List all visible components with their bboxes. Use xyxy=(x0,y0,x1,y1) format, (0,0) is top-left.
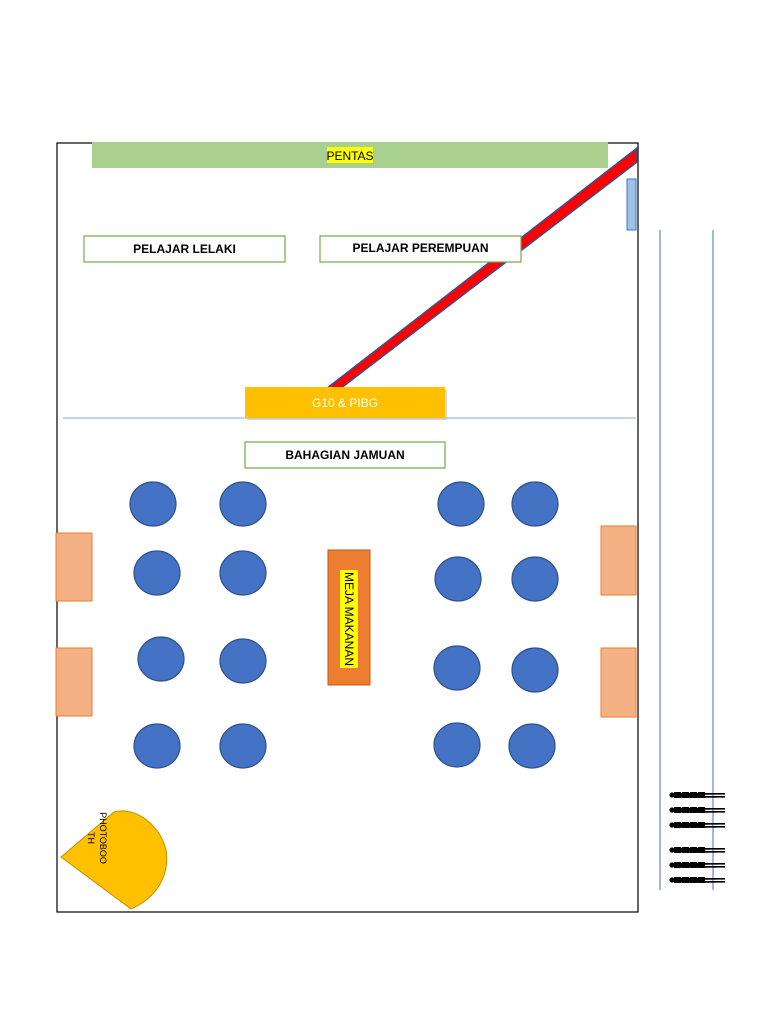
round-table xyxy=(219,723,267,769)
side-panels xyxy=(55,525,637,718)
person-icon xyxy=(693,792,725,798)
round-table xyxy=(433,722,481,768)
zone-pelajar-lelaki xyxy=(83,235,286,263)
person-icon xyxy=(693,877,725,883)
round-table xyxy=(133,723,181,769)
person-icon xyxy=(693,822,725,828)
stage-label: PENTAS xyxy=(326,149,373,163)
round-table xyxy=(511,647,559,693)
door xyxy=(626,178,637,231)
round-table xyxy=(511,481,559,527)
food-table-label-highlight xyxy=(340,570,358,668)
zone-bahagian-jamuan-label: BAHAGIAN JAMUAN xyxy=(285,448,404,462)
walkway-diagonal xyxy=(319,146,638,393)
side-panel-right-top xyxy=(600,525,637,596)
round-table xyxy=(433,645,481,691)
round-table xyxy=(437,481,485,527)
side-panel-right-bottom xyxy=(600,647,637,718)
person-icon xyxy=(693,862,725,868)
photobooth-label: PHOTOBOO TH xyxy=(86,812,108,864)
zone-pelajar-perempuan-label: PELAJAR PEREMPUAN xyxy=(352,241,488,255)
vip-bar-label: G10 & PIBG xyxy=(312,396,378,410)
photobooth-label-line2: TH xyxy=(86,832,96,844)
photobooth-label-line1: PHOTOBOO xyxy=(98,812,108,864)
person-icon xyxy=(693,847,725,853)
round-table xyxy=(137,636,185,682)
side-panel-left-top xyxy=(55,532,93,602)
food-table-label: MEJA MAKANAN xyxy=(342,572,356,666)
photobooth-shape xyxy=(60,810,168,910)
round-table xyxy=(219,638,267,684)
round-table xyxy=(434,556,482,602)
zone-bahagian-jamuan xyxy=(244,441,446,469)
person-icon xyxy=(693,807,725,813)
vip-bar xyxy=(245,387,445,418)
queue-figures xyxy=(669,792,725,883)
round-tables xyxy=(129,481,559,769)
round-table xyxy=(508,723,556,769)
round-table xyxy=(219,550,267,596)
side-panel-left-bottom xyxy=(55,647,93,717)
round-table xyxy=(129,481,177,527)
stage-label-highlight xyxy=(327,147,373,163)
zone-pelajar-perempuan xyxy=(319,235,522,263)
zone-pelajar-lelaki-label: PELAJAR LELAKI xyxy=(133,242,236,256)
round-table xyxy=(133,550,181,596)
round-table xyxy=(219,481,267,527)
round-table xyxy=(511,556,559,602)
